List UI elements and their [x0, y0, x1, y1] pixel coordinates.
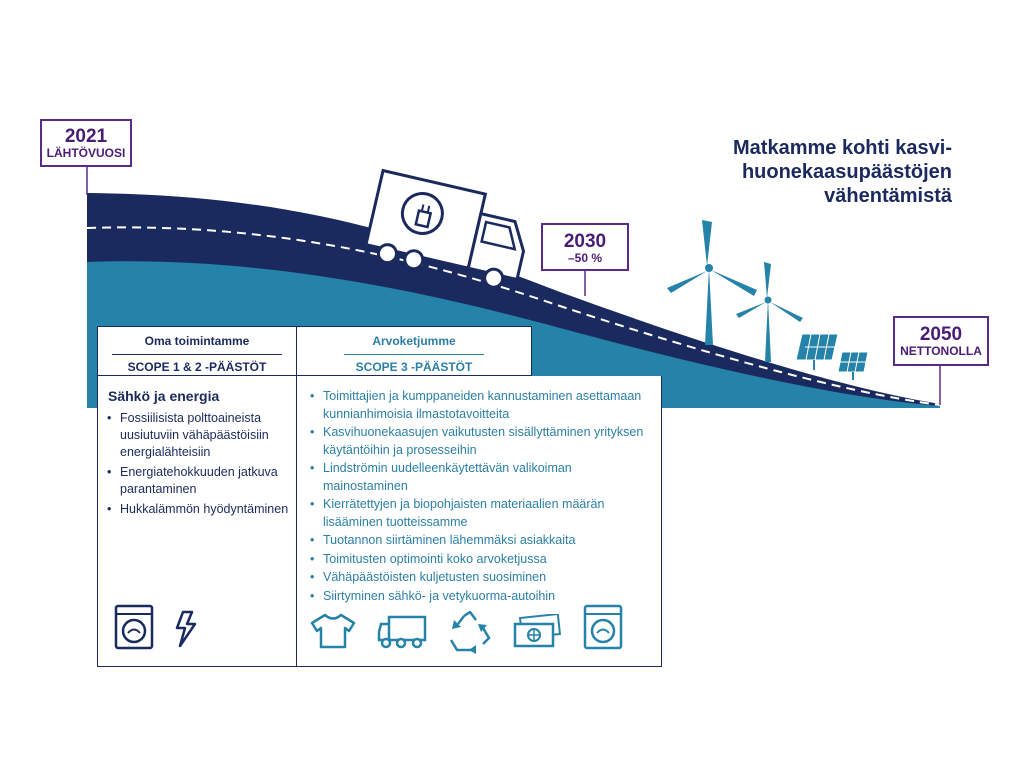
list-item: Vähäpäästöisten kuljetusten suosiminen [297, 569, 661, 587]
lightning-bolt-icon [175, 610, 197, 648]
list-item: Fossiilisista polttoaineista uusiutuviin… [98, 410, 296, 461]
own-scope: SCOPE 1 & 2 -PÄÄSTÖT [127, 360, 267, 374]
divider [112, 354, 282, 355]
divider [344, 354, 484, 355]
milestone-label: NETTONOLLA [900, 343, 982, 358]
list-item: Energiatehokkuuden jatkuva parantaminen [98, 464, 296, 498]
milestone-2050: 2050 NETTONOLLA [893, 316, 989, 366]
milestone-label: LÄHTÖVUOSI [46, 145, 126, 160]
recycle-icon [449, 610, 491, 654]
list-item: Siirtyminen sähkö- ja vetykuorma-autoihi… [297, 588, 661, 606]
title-line: vähentämistä [824, 185, 952, 207]
milestone-year: 2050 [919, 324, 963, 345]
value-chain-panel: Toimittajien ja kumppaneiden kannustamin… [297, 376, 662, 667]
wind-turbine-icon [736, 262, 803, 362]
page-title: Matkamme kohti kasvi- huonekaasupäästöje… [690, 136, 952, 208]
own-heading: Oma toimintamme [144, 334, 250, 348]
value-chain-heading: Arvoketjumme [372, 334, 456, 348]
list-item: Kierrätettyjen ja biopohjaisten materiaa… [297, 496, 661, 531]
milestone-year: 2021 [64, 126, 108, 147]
list-item: Hukkalämmön hyödyntäminen [98, 501, 296, 518]
washing-machine-icon [114, 604, 154, 650]
delivery-truck-icon [377, 615, 427, 649]
banknote-icon [513, 614, 562, 648]
wind-turbine-icon [667, 220, 757, 345]
own-actions-list: Fossiilisista polttoaineista uusiutuviin… [98, 410, 296, 518]
washing-machine-icon [583, 604, 623, 650]
list-item: Tuotannon siirtäminen lähemmäksi asiakka… [297, 532, 661, 550]
list-item: Toimitusten optimointi koko arvoketjussa [297, 551, 661, 569]
milestone-year: 2030 [563, 231, 607, 252]
value-chain-scope: SCOPE 3 -PÄÄSTÖT [355, 360, 473, 374]
own-operations-panel: Sähkö ja energia Fossiilisista polttoain… [97, 376, 297, 667]
milestone-2021: 2021 LÄHTÖVUOSI [40, 119, 132, 167]
list-item: Lindströmin uudelleenkäytettävän valikoi… [297, 460, 661, 495]
value-chain-actions-list: Toimittajien ja kumppaneiden kannustamin… [297, 388, 661, 605]
list-item: Toimittajien ja kumppaneiden kannustamin… [297, 388, 661, 423]
list-item: Kasvihuonekaasujen vaikutusten sisällytt… [297, 424, 661, 459]
electric-truck-icon [364, 168, 526, 289]
t-shirt-icon [310, 613, 356, 649]
section-title: Sähkö ja energia [108, 388, 220, 404]
title-line: huonekaasupäästöjen [741, 161, 952, 183]
value-chain-header: Arvoketjumme SCOPE 3 -PÄÄSTÖT [297, 326, 532, 376]
title-line: Matkamme kohti kasvi- [733, 137, 952, 159]
solar-panel-icon [837, 351, 869, 380]
milestone-2030: 2030 –50 % [541, 223, 629, 271]
own-operations-header: Oma toimintamme SCOPE 1 & 2 -PÄÄSTÖT [97, 326, 297, 376]
road-dashes [86, 226, 941, 406]
solar-panel-icon [795, 333, 839, 370]
milestone-label: –50 % [567, 250, 603, 265]
